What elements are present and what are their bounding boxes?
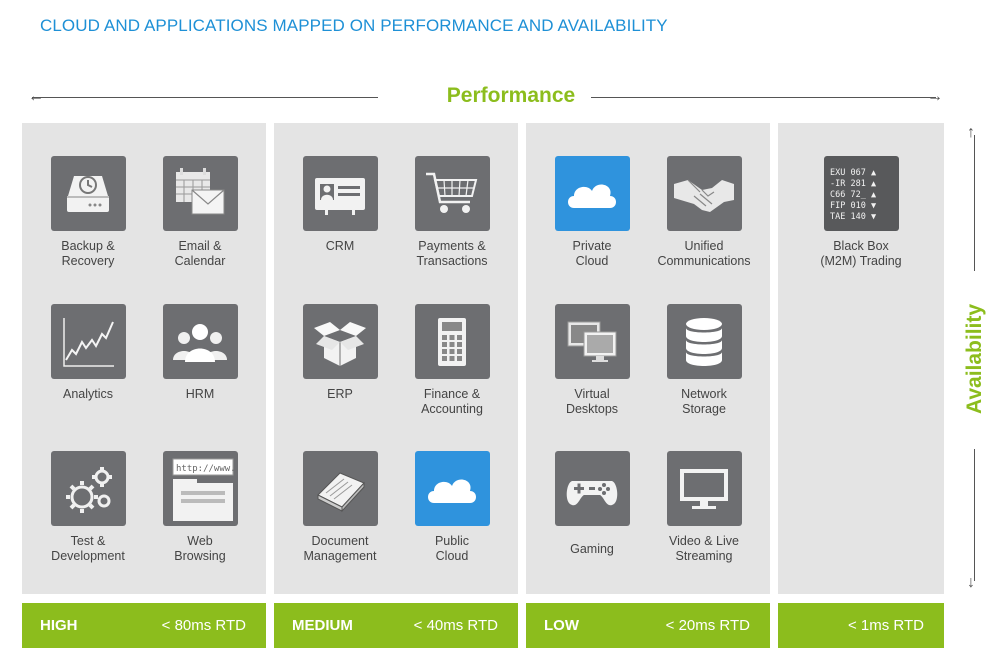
ticker-line: -IR 281 ▲	[830, 179, 877, 189]
open-box-icon	[302, 304, 378, 379]
app-label: Network Storage	[681, 387, 727, 416]
app-label: Payments & Transactions	[416, 239, 488, 268]
app-web-browsing: http://www. Web Browsing	[145, 451, 255, 564]
gears-icon	[50, 451, 126, 526]
monitors-icon	[554, 304, 630, 379]
app-document-management: Document Management	[285, 451, 395, 564]
footer-ultra-low: < 1ms RTD	[778, 603, 944, 648]
app-label: Virtual Desktops	[565, 387, 619, 416]
page-title: CLOUD AND APPLICATIONS MAPPED ON PERFORM…	[40, 16, 668, 35]
svg-text:http://www.: http://www.	[176, 464, 236, 474]
app-label: Unified Communications	[657, 239, 751, 268]
ticker-line: FIP 010 ▼	[830, 201, 877, 211]
app-label: Test & Development	[51, 534, 125, 563]
gamepad-icon	[554, 451, 630, 526]
people-icon	[162, 304, 238, 379]
app-virtual-desktops: Virtual Desktops	[537, 304, 647, 417]
availability-axis-line-bottom	[974, 449, 975, 581]
app-gaming: Gaming	[537, 451, 647, 557]
handshake-icon	[666, 156, 742, 231]
app-network-storage: Network Storage	[649, 304, 759, 417]
app-finance-accounting: Finance & Accounting	[397, 304, 507, 417]
app-hrm: HRM	[145, 304, 255, 402]
ticker-line: C66 72_ ▲	[830, 190, 877, 200]
app-label: Black Box (M2M) Trading	[820, 239, 902, 268]
app-label: Web Browsing	[174, 534, 226, 563]
left-arrow-icon: ←	[28, 88, 44, 105]
footer-high: HIGH < 80ms RTD	[22, 603, 266, 648]
level-label: HIGH	[40, 617, 78, 634]
app-label: Public Cloud	[434, 534, 470, 563]
app-label: Backup & Recovery	[61, 239, 115, 268]
calculator-icon	[414, 304, 490, 379]
level-label: LOW	[544, 617, 579, 634]
app-email-calendar: Email & Calendar	[145, 156, 255, 269]
performance-axis-line-right	[591, 97, 936, 98]
cloud-icon	[554, 156, 630, 231]
app-test-development: Test & Development	[33, 451, 143, 564]
column-low: Private Cloud Unified Communications Vir…	[526, 123, 770, 594]
performance-label: Performance	[446, 84, 576, 107]
app-analytics: Analytics	[33, 304, 143, 402]
monitor-icon	[666, 451, 742, 526]
column-ultra-low: EXU 067 ▲ -IR 281 ▲ C66 72_ ▲ FIP 010 ▼ …	[778, 123, 944, 594]
app-label: HRM	[185, 387, 215, 401]
footer-medium: MEDIUM < 40ms RTD	[274, 603, 518, 648]
app-label: ERP	[327, 387, 353, 401]
rtd-label: < 80ms RTD	[161, 617, 246, 634]
app-label: Analytics	[62, 387, 114, 401]
shopping-cart-icon	[414, 156, 490, 231]
down-arrow-icon: ↓	[967, 574, 975, 591]
app-label: Gaming	[570, 542, 614, 556]
column-medium: CRM Payments & Transactions ERP	[274, 123, 518, 594]
app-public-cloud: Public Cloud	[397, 451, 507, 564]
app-label: Email & Calendar	[174, 239, 226, 268]
rtd-label: < 20ms RTD	[665, 617, 750, 634]
footer-low: LOW < 20ms RTD	[526, 603, 770, 648]
app-label: CRM	[325, 239, 355, 253]
availability-axis: ↑ Availability ↓	[955, 123, 995, 594]
right-arrow-icon: →	[927, 88, 943, 105]
app-crm: CRM	[285, 156, 395, 254]
app-payments-transactions: Payments & Transactions	[397, 156, 507, 269]
line-chart-icon	[50, 304, 126, 379]
availability-label: Availability	[963, 303, 986, 415]
app-video-live-streaming: Video & Live Streaming	[649, 451, 759, 564]
up-arrow-icon: ↑	[967, 124, 975, 141]
id-card-icon	[302, 156, 378, 231]
app-black-box-trading: EXU 067 ▲ -IR 281 ▲ C66 72_ ▲ FIP 010 ▼ …	[806, 156, 916, 269]
app-label: Video & Live Streaming	[669, 534, 739, 563]
app-backup-recovery: Backup & Recovery	[33, 156, 143, 269]
app-unified-communications: Unified Communications	[649, 156, 759, 269]
browser-icon: http://www.	[162, 451, 238, 526]
performance-axis: ← Performance →	[28, 84, 943, 110]
cloud-icon	[414, 451, 490, 526]
app-erp: ERP	[285, 304, 395, 402]
email-calendar-icon	[162, 156, 238, 231]
rtd-label: < 1ms RTD	[848, 617, 924, 634]
app-private-cloud: Private Cloud	[537, 156, 647, 269]
backup-drive-icon	[50, 156, 126, 231]
app-label: Finance & Accounting	[421, 387, 483, 416]
database-icon	[666, 304, 742, 379]
ticker-board-icon: EXU 067 ▲ -IR 281 ▲ C66 72_ ▲ FIP 010 ▼ …	[823, 156, 899, 231]
ticker-line: TAE 140 ▼	[830, 212, 877, 222]
level-label: MEDIUM	[292, 617, 353, 634]
document-tray-icon	[302, 451, 378, 526]
rtd-label: < 40ms RTD	[413, 617, 498, 634]
ticker-line: EXU 067 ▲	[830, 168, 877, 178]
availability-axis-line-top	[974, 135, 975, 271]
app-label: Private Cloud	[572, 239, 612, 268]
performance-axis-line-left	[32, 97, 378, 98]
app-label: Document Management	[303, 534, 377, 563]
column-high: Backup & Recovery Email & Calendar Analy…	[22, 123, 266, 594]
